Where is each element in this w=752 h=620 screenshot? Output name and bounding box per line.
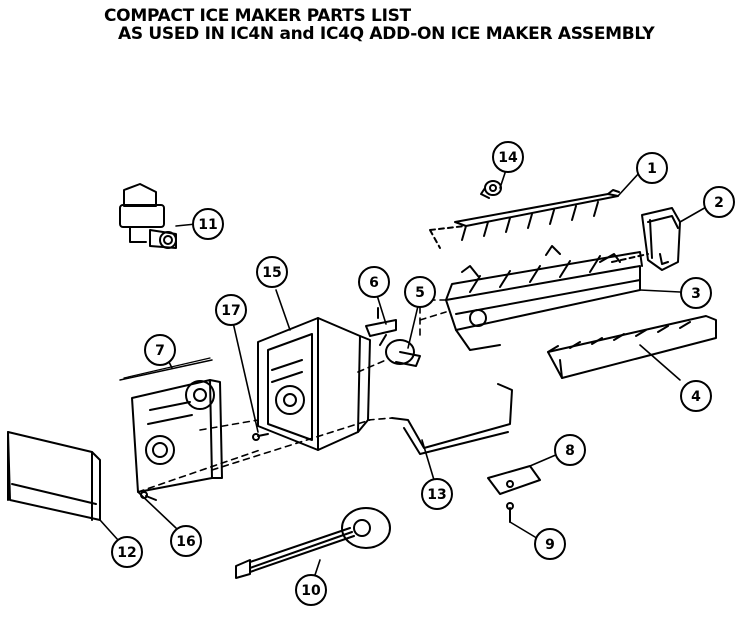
callout-11: 11 [192,208,224,240]
diagram-subtitle: AS USED IN IC4N and IC4Q ADD-ON ICE MAKE… [118,24,655,44]
svg-text:15: 15 [262,265,281,281]
svg-text:6: 6 [369,275,379,291]
svg-text:5: 5 [415,285,425,301]
callout-6: 6 [358,266,390,298]
callout-10: 10 [295,574,327,606]
part-bearing [480,180,502,199]
callout-17: 17 [215,294,247,326]
part-shutoff-arm [391,383,513,455]
svg-text:17: 17 [221,303,240,319]
callout-16: 16 [170,525,202,557]
part-housing [257,317,371,451]
callout-8: 8 [554,434,586,466]
callouts: 1 2 3 4 5 6 7 8 9 10 11 12 13 14 15 16 1… [111,141,735,606]
svg-text:2: 2 [714,195,724,211]
part-front-cover [7,431,101,521]
diagram-title: COMPACT ICE MAKER PARTS LIST [104,6,411,26]
callout-13: 13 [421,478,453,510]
svg-text:14: 14 [498,150,518,166]
svg-text:9: 9 [545,537,555,553]
svg-text:3: 3 [691,286,701,302]
svg-text:8: 8 [565,443,575,459]
callout-5: 5 [404,276,436,308]
leader-lines [99,169,709,579]
svg-text:16: 16 [176,534,195,550]
svg-text:1: 1 [647,161,657,177]
callout-2: 2 [703,186,735,218]
part-water-valve [119,183,177,249]
part-stripper [547,315,717,379]
callout-9: 9 [534,528,566,560]
callout-7: 7 [144,334,176,366]
part-module-motor [119,359,223,493]
part-screws [140,433,269,501]
part-wire-harness [235,507,391,579]
callout-15: 15 [256,256,288,288]
callout-12: 12 [111,536,143,568]
part-clip [365,307,397,337]
svg-text:7: 7 [155,343,165,359]
svg-text:4: 4 [691,389,701,405]
svg-text:12: 12 [117,545,136,561]
svg-text:13: 13 [427,487,446,503]
part-thermostat [379,334,421,367]
part-mold [445,245,643,351]
callout-4: 4 [680,380,712,412]
callout-3: 3 [680,277,712,309]
part-bracket [487,465,541,495]
part-screw [506,502,514,523]
part-ejector [429,189,620,249]
part-cover [611,207,681,271]
svg-text:10: 10 [301,583,321,599]
svg-text:11: 11 [198,217,217,233]
callout-14: 14 [492,141,524,173]
callout-1: 1 [636,152,668,184]
